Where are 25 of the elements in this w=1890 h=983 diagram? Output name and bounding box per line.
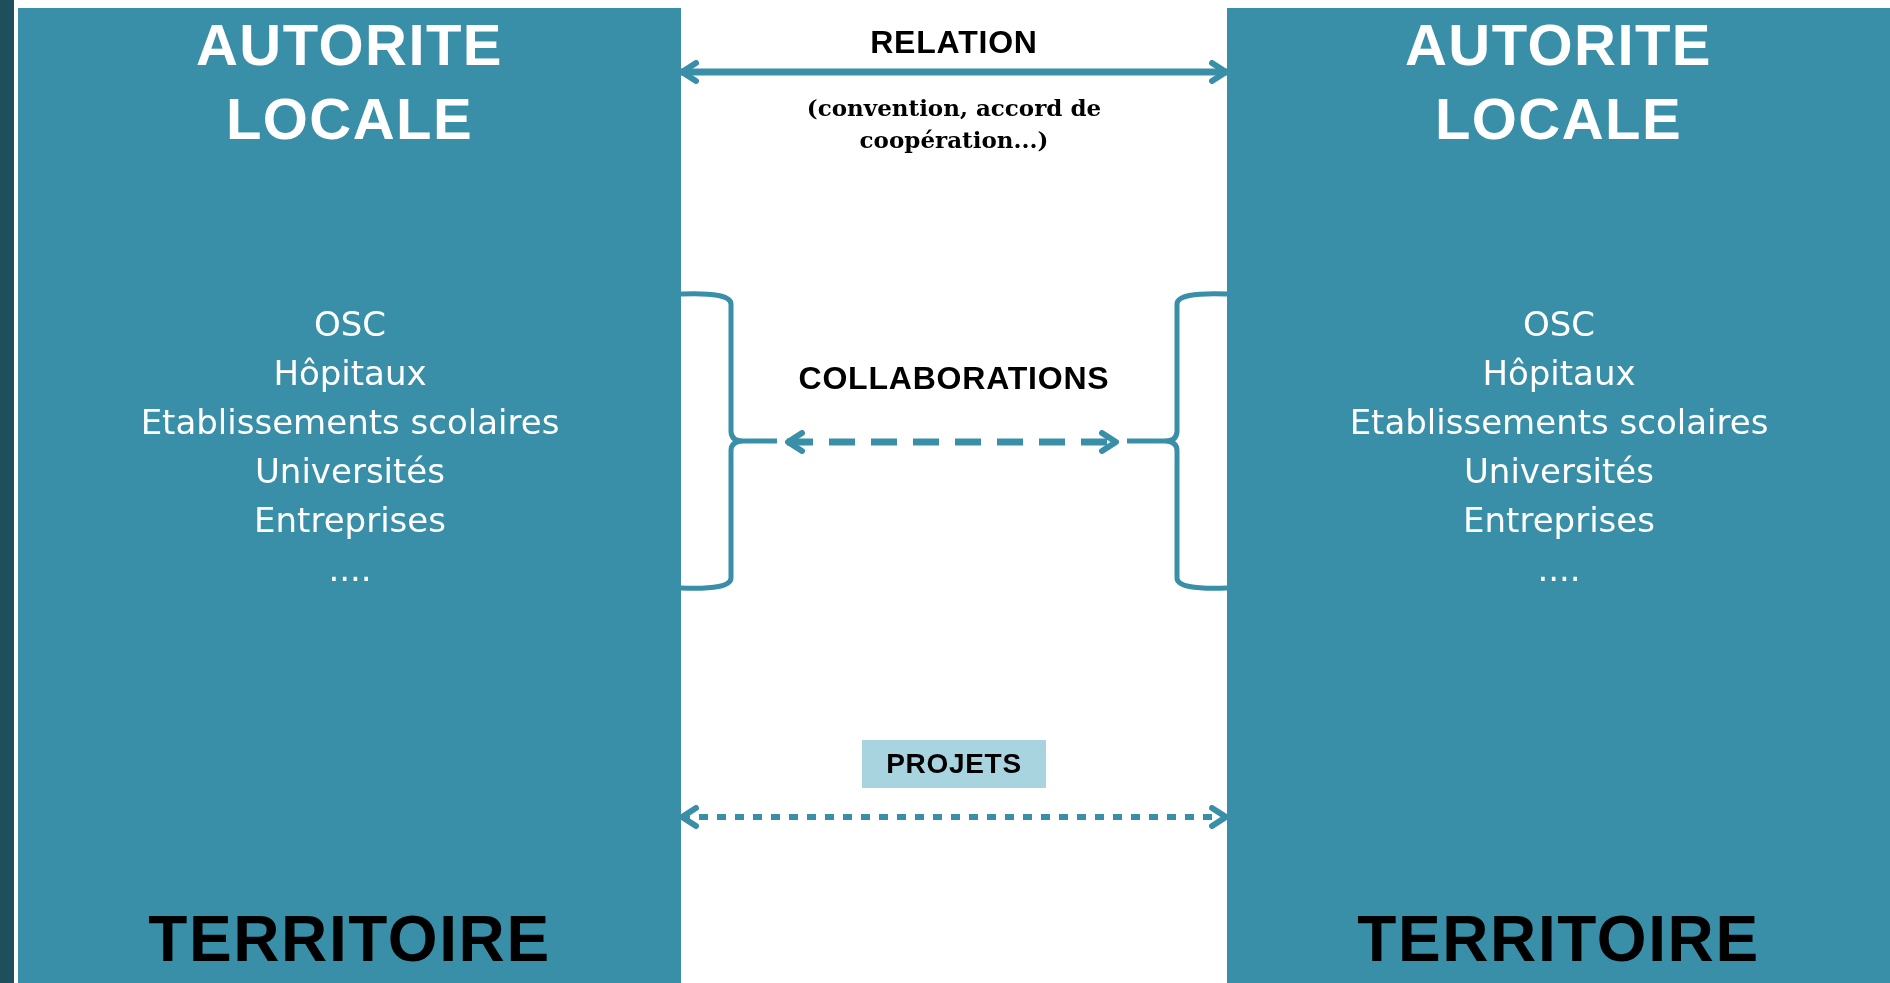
list-item: OSC bbox=[1522, 303, 1596, 346]
list-item: Etablissements scolaires bbox=[140, 401, 560, 444]
territory-panel bbox=[1227, 8, 1890, 983]
arrow bbox=[679, 805, 1229, 829]
list-item: .... bbox=[328, 548, 372, 591]
list-item: Entreprises bbox=[254, 499, 446, 542]
list-item: Etablissements scolaires bbox=[1349, 401, 1769, 444]
list-item: Entreprises bbox=[1463, 499, 1655, 542]
arrow bbox=[679, 60, 1229, 84]
panel-heading: AUTORITE LOCALE bbox=[1404, 11, 1713, 153]
territory-panel bbox=[18, 8, 681, 983]
panel-footer: TERRITOIRE bbox=[1227, 899, 1890, 979]
list-item: Hôpitaux bbox=[273, 352, 427, 395]
edge-label: COLLABORATIONS bbox=[798, 359, 1110, 398]
panel-heading: AUTORITE LOCALE bbox=[195, 11, 504, 153]
arrow bbox=[785, 430, 1119, 454]
list-item: .... bbox=[1537, 548, 1581, 591]
list-item: Universités bbox=[255, 450, 445, 493]
panel-footer: TERRITOIRE bbox=[18, 899, 681, 979]
list-item: Hôpitaux bbox=[1482, 352, 1636, 395]
edge-label: RELATION bbox=[870, 23, 1038, 62]
edge-label: PROJETS bbox=[862, 740, 1046, 788]
list-item: Universités bbox=[1464, 450, 1654, 493]
note-text: (convention, accord de coopération...) bbox=[805, 93, 1103, 155]
list-item: OSC bbox=[313, 303, 387, 346]
